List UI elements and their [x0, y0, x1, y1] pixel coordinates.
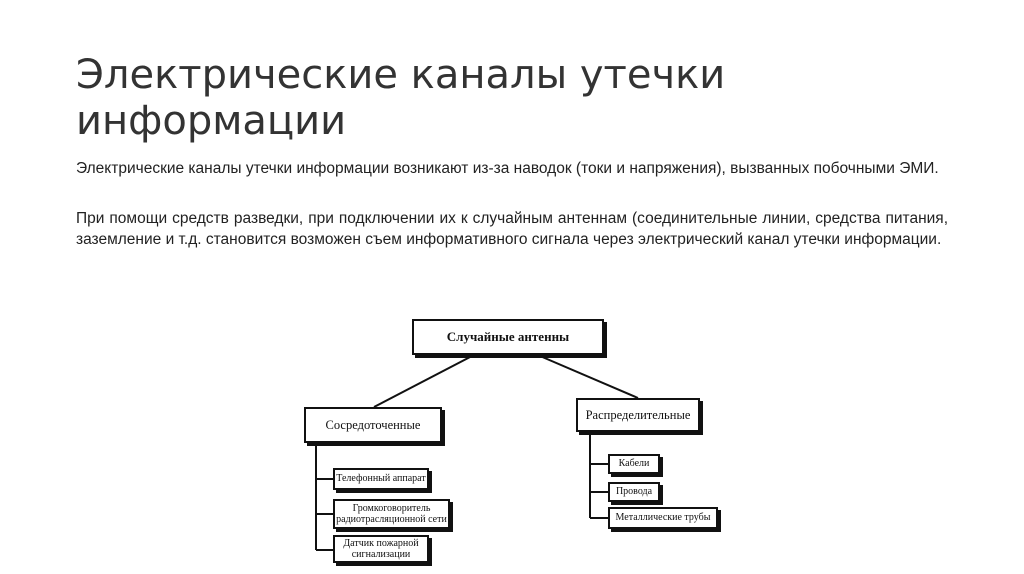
- diagram-leaf-wires: Провода: [608, 482, 660, 502]
- diagram-root-node: Случайные антенны: [412, 319, 604, 355]
- diagram-leaf-fire-sensor: Датчик пожарной сигнализации: [333, 535, 429, 563]
- diagram-leaf-metal-pipes: Металлические трубы: [608, 507, 718, 529]
- diagram-leaf-loudspeaker: Громкоговоритель радиотрасляционной сети: [333, 499, 450, 529]
- diagram-leaf-telephone: Телефонный аппарат: [333, 468, 429, 490]
- slide-title: Электрические каналы утечки информации: [76, 52, 726, 144]
- connector-root-left: [373, 355, 473, 408]
- diagram-leaf-cables: Кабели: [608, 454, 660, 474]
- diagram-node-distributed: Распределительные: [576, 398, 700, 432]
- paragraph-2: При помощи средств разведки, при подключ…: [76, 210, 948, 248]
- connector-root-right: [539, 355, 639, 399]
- paragraph-1: Электрические каналы утечки информации в…: [76, 160, 939, 177]
- diagram-node-concentrated: Сосредоточенные: [304, 407, 442, 443]
